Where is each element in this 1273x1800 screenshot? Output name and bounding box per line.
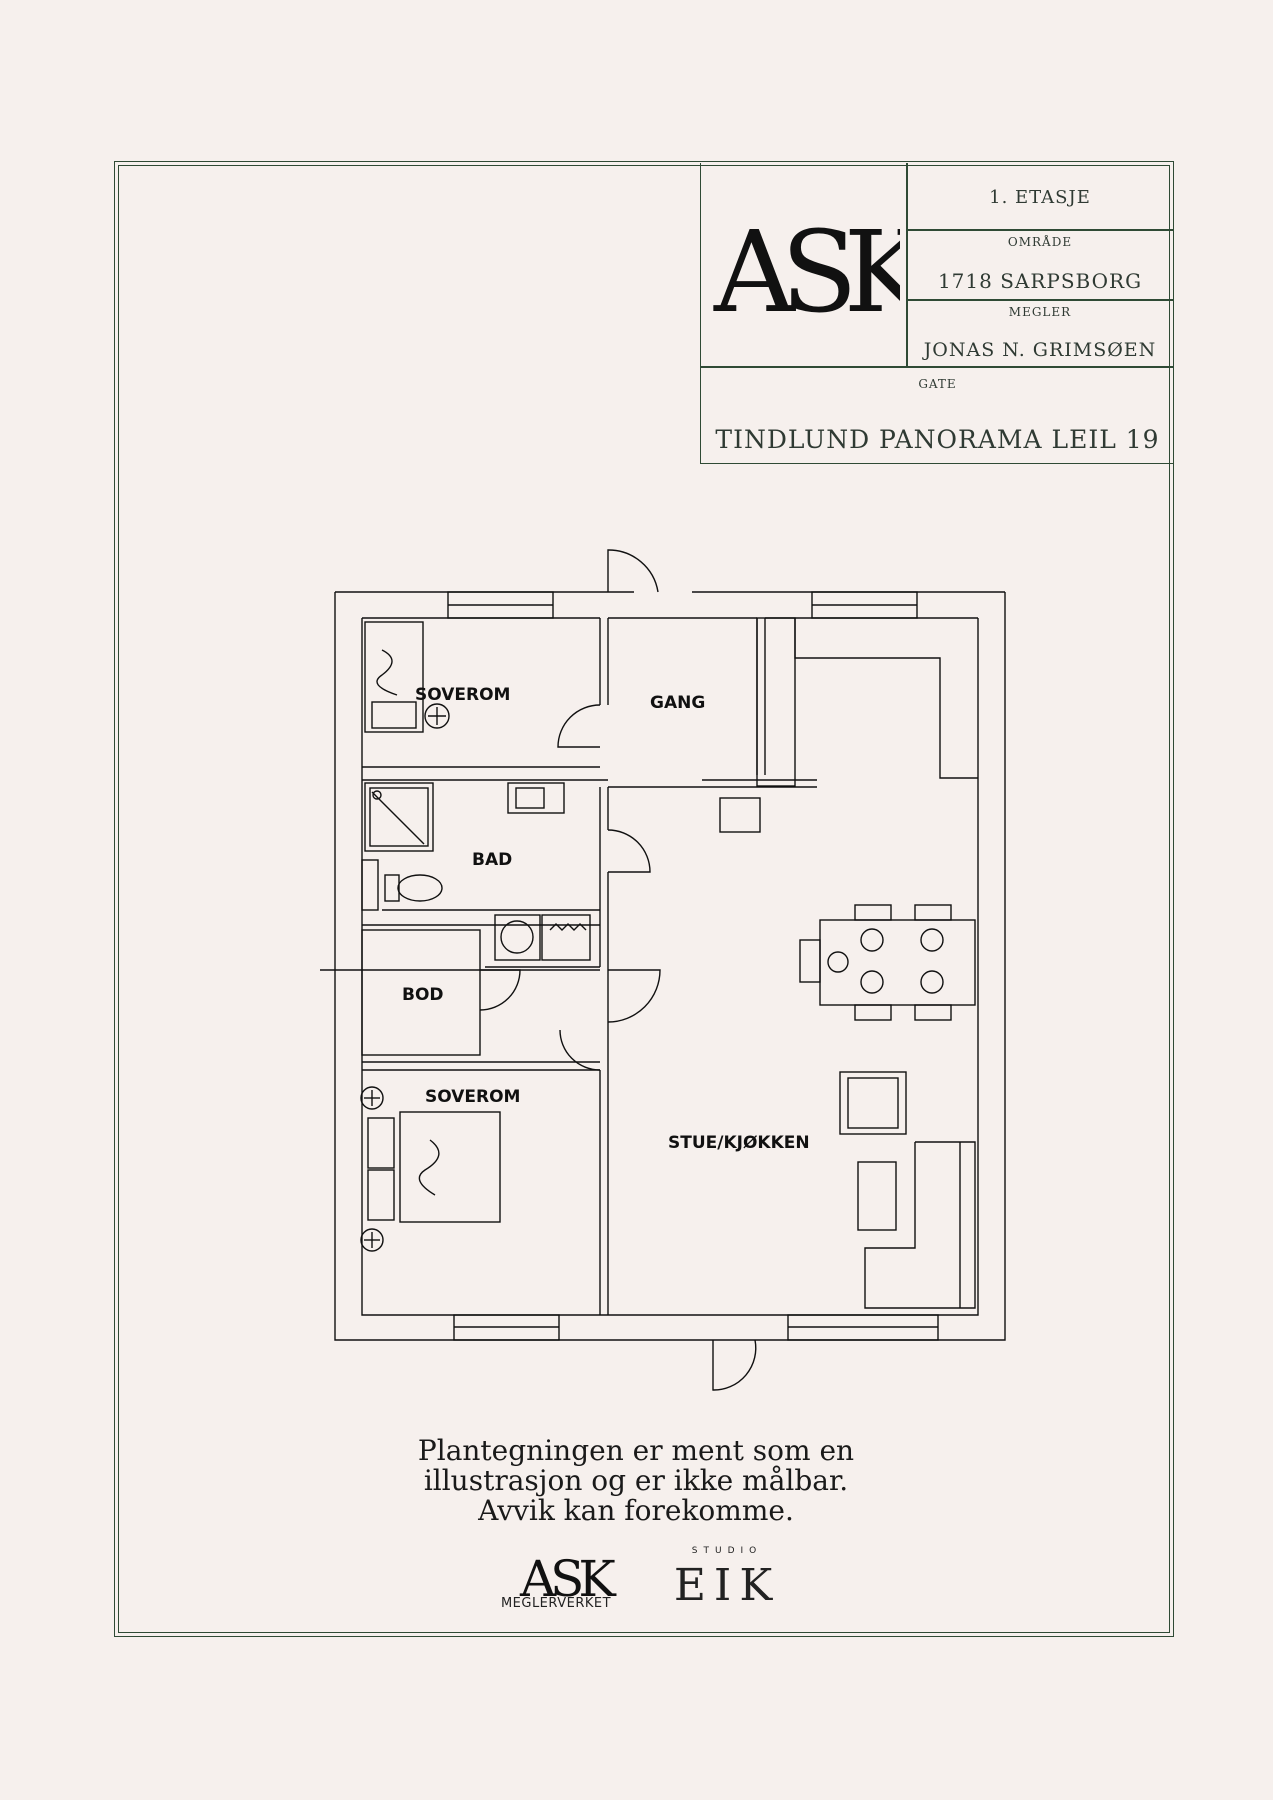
disclaimer-line-2: illustrasjon og er ikke målbar. <box>423 1464 849 1497</box>
broker-value: JONAS N. GRIMSØEN <box>923 339 1157 361</box>
shower <box>364 782 434 852</box>
label-bedroom-top: SOVEROM <box>415 685 510 705</box>
kitchen-counter <box>794 618 978 779</box>
label-bath: BAD <box>472 850 512 870</box>
outer-wall-inner <box>361 618 979 1316</box>
area-value: 1718 SARPSBORG <box>937 269 1143 293</box>
bedroom-top-door <box>557 704 601 748</box>
label-bedroom-bottom: SOVEROM <box>425 1087 520 1107</box>
title-divider-vertical <box>906 163 908 366</box>
chair-end <box>799 939 821 983</box>
broker-label: MEGLER <box>1008 305 1072 319</box>
ask-logo-large: ASK <box>713 208 900 325</box>
living-door <box>607 969 661 1023</box>
sink-counter <box>507 782 565 814</box>
bed-bottom <box>399 1111 501 1223</box>
bedroom-bottom-door <box>559 1029 601 1071</box>
title-divider-3 <box>701 366 1174 368</box>
bed-top <box>364 621 424 733</box>
fireplace <box>719 797 761 833</box>
disclaimer-line-1: Plantegningen er ment som en <box>417 1434 855 1467</box>
area-label: OMRÅDE <box>1007 235 1073 249</box>
disclaimer-line-3: Avvik kan forekomme. <box>478 1494 794 1527</box>
nightstand-top <box>424 703 450 729</box>
ask-logo-small-text: ASK <box>519 1550 617 1608</box>
meglerverket-label: MEGLERVERKET <box>500 1596 612 1611</box>
sofa <box>864 1141 976 1309</box>
entrance-door <box>607 549 659 593</box>
floor-label: 1. ETASJE <box>989 187 1091 208</box>
bath-door <box>607 829 651 873</box>
title-divider-2 <box>906 299 1174 301</box>
page-frame <box>114 161 1174 1637</box>
washer <box>494 914 541 961</box>
street-value: TINDLUND PANORAMA LEIL 19 <box>715 425 1160 454</box>
storage-door <box>479 969 521 1011</box>
disclaimer: Plantegningen er ment som en illustrasjo… <box>386 1436 886 1526</box>
dryer <box>541 914 591 961</box>
toilet-bowl <box>397 874 443 902</box>
toilet-tank <box>384 874 400 902</box>
outer-wall-outer <box>334 592 1006 1341</box>
floor-plan: SOVEROM GANG BAD BOD SOVEROM STUE/KJØKKE… <box>320 549 1006 1391</box>
label-storage: BOD <box>402 985 444 1005</box>
studio-eik-logo: EIK <box>673 1560 781 1611</box>
label-living-kitchen: STUE/KJØKKEN <box>668 1133 810 1153</box>
dining-table <box>819 919 976 1006</box>
title-divider-1 <box>906 229 1174 231</box>
balcony-door <box>712 1339 757 1391</box>
coffee-table <box>857 1161 897 1231</box>
nightstand-bottom-1 <box>360 1086 384 1110</box>
sink <box>515 787 545 809</box>
ask-logo-large-text: ASK <box>713 208 900 325</box>
label-hall: GANG <box>650 693 705 713</box>
bath-cabinet <box>361 859 379 911</box>
hall-wardrobe <box>756 617 796 787</box>
studio-label: STUDIO <box>691 1546 763 1556</box>
armchair <box>839 1071 907 1135</box>
storage-room <box>361 929 481 1056</box>
nightstand-bottom-2 <box>360 1228 384 1252</box>
ask-logo-small: ASK <box>519 1550 620 1608</box>
title-block: 1. ETASJE OMRÅDE 1718 SARPSBORG MEGLER J… <box>700 163 1174 464</box>
street-label: GATE <box>918 377 957 391</box>
